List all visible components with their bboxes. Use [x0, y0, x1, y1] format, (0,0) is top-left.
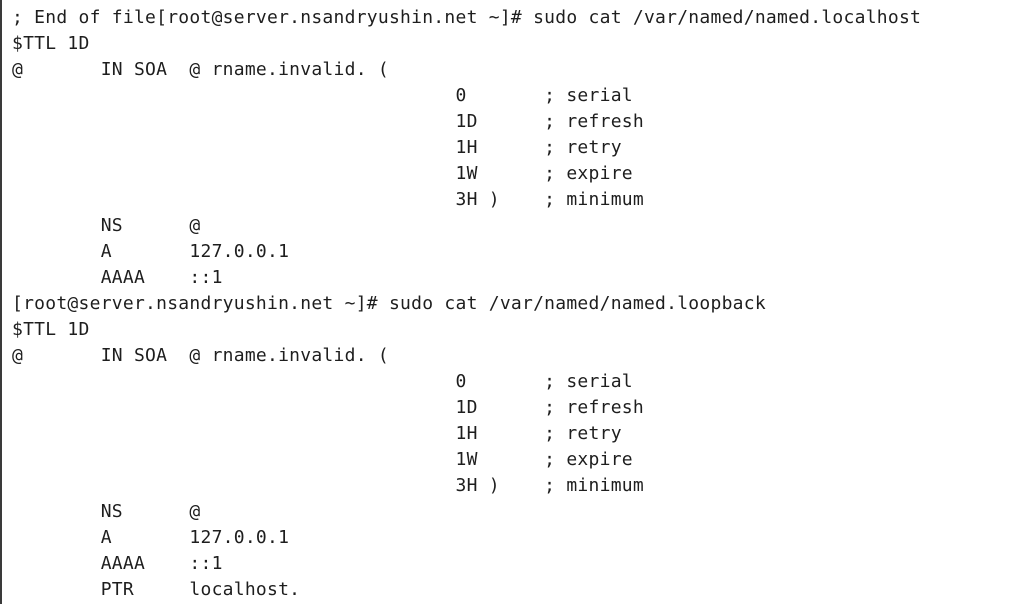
terminal-line: @ IN SOA @ rname.invalid. ( — [12, 345, 389, 366]
terminal-line: NS @ — [12, 501, 201, 522]
terminal-line: AAAA ::1 — [12, 553, 223, 574]
terminal-line: 1D ; refresh — [12, 111, 644, 132]
terminal-line: 3H ) ; minimum — [12, 189, 644, 210]
terminal-line: 3H ) ; minimum — [12, 475, 644, 496]
terminal-line: A 127.0.0.1 — [12, 241, 290, 262]
terminal-line: 0 ; serial — [12, 371, 633, 392]
terminal-line: AAAA ::1 — [12, 267, 223, 288]
terminal-line: PTR localhost. — [12, 579, 301, 600]
terminal-line: 1H ; retry — [12, 423, 622, 444]
terminal-line: 1H ; retry — [12, 137, 622, 158]
terminal-line-command: [root@server.nsandryushin.net ~]# sudo c… — [12, 293, 766, 314]
terminal-line: 1D ; refresh — [12, 397, 644, 418]
terminal-line: 1W ; expire — [12, 163, 633, 184]
terminal-line: $TTL 1D — [12, 33, 90, 54]
terminal-line: 0 ; serial — [12, 85, 633, 106]
terminal-line: 1W ; expire — [12, 449, 633, 470]
terminal-line: $TTL 1D — [12, 319, 90, 340]
terminal-output[interactable]: ; End of file[root@server.nsandryushin.n… — [12, 5, 921, 603]
terminal-line: @ IN SOA @ rname.invalid. ( — [12, 59, 389, 80]
terminal-line: A 127.0.0.1 — [12, 527, 290, 548]
terminal-line: NS @ — [12, 215, 201, 236]
terminal-line-command: ; End of file[root@server.nsandryushin.n… — [12, 7, 922, 28]
